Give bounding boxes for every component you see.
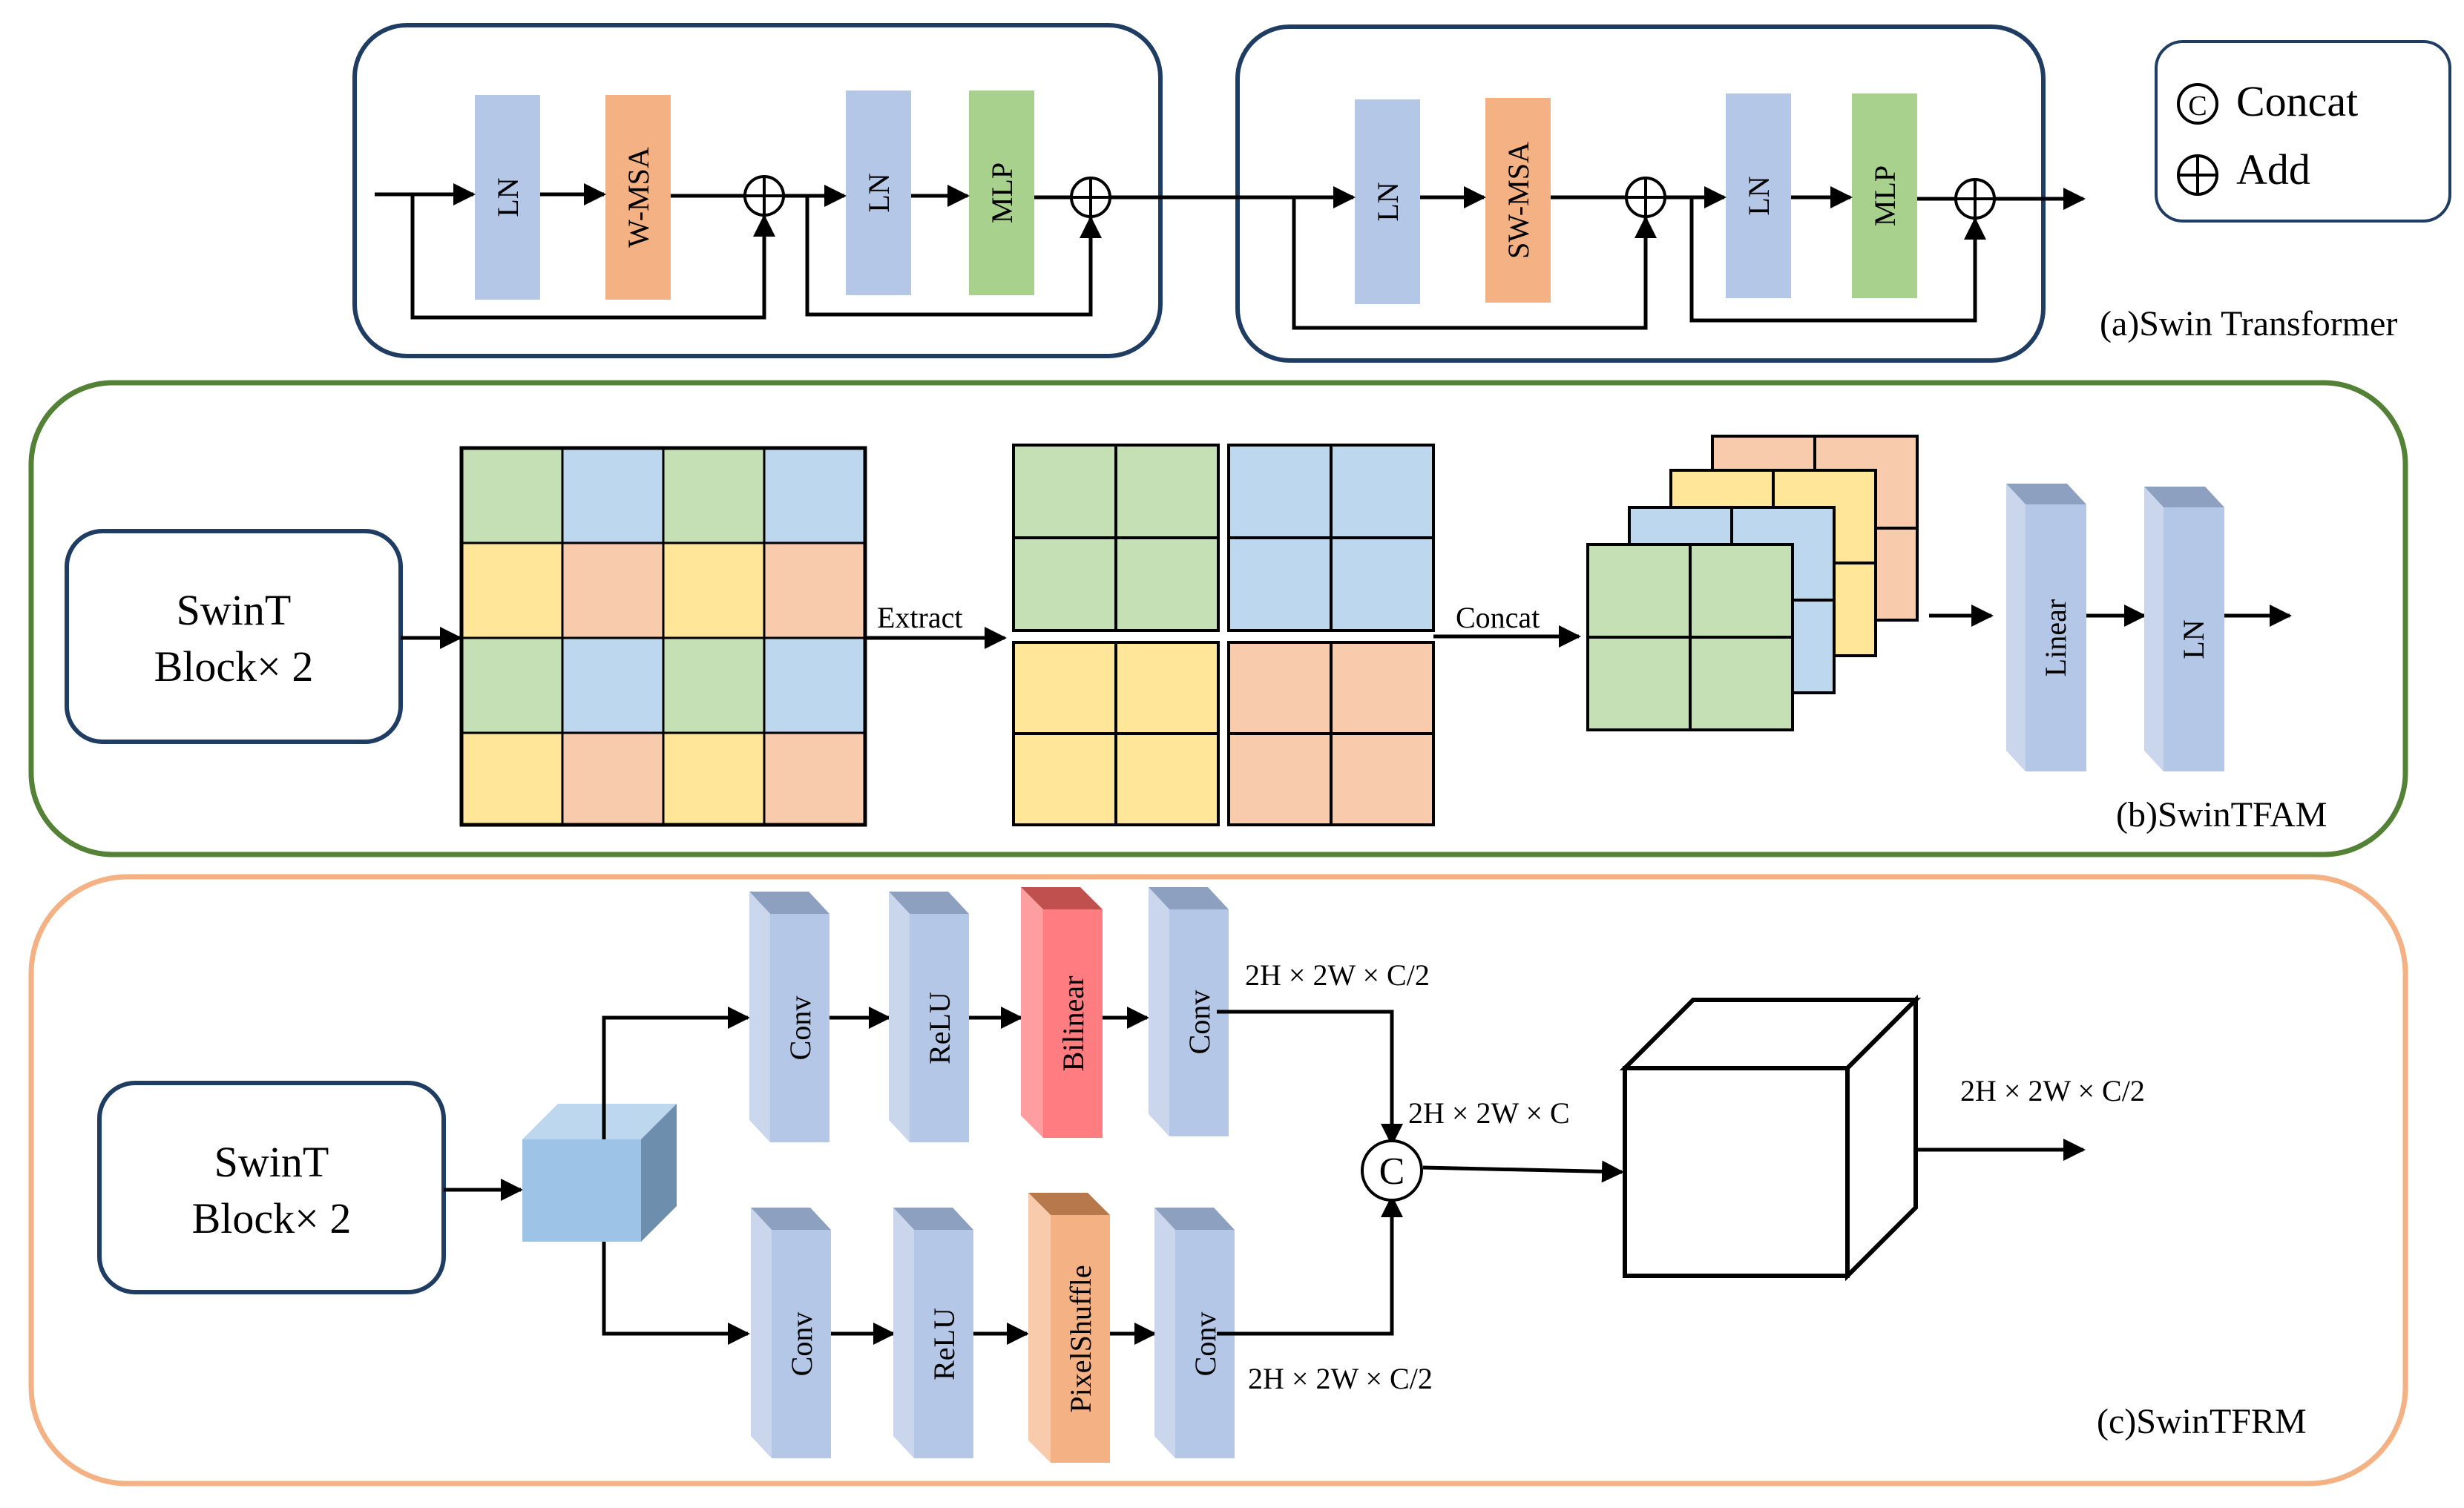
mlp-box [969, 90, 1034, 295]
ln-box [1355, 99, 1420, 304]
pixelshuffle-label: PixelShuffle [1064, 1265, 1097, 1412]
panel-a-caption: (a)Swin Transformer [2100, 304, 2397, 343]
ln-label: LN [491, 177, 525, 217]
panel-a-swin-transformer: LN W-MSA LN MLP LN SW-MSA LN [352, 23, 2451, 363]
conv-label: Conv [1183, 990, 1216, 1055]
bilinear-label: Bilinear [1057, 976, 1090, 1072]
sw-msa-box [1485, 98, 1551, 303]
conv-label: Conv [1189, 1312, 1222, 1377]
block-x2-label: Block× 2 [154, 642, 314, 691]
extracted-group-peach [1227, 641, 1435, 826]
extracted-group-blue [1227, 444, 1435, 632]
linear-label: Linear [2039, 599, 2072, 676]
dim-out-label: 2H × 2W × C/2 [1960, 1074, 2145, 1107]
extracted-group-green [1012, 444, 1220, 632]
sw-msa-label: SW-MSA [1502, 142, 1535, 259]
swint-label: SwinT [177, 586, 292, 634]
swint-block-input [97, 1081, 446, 1294]
concat-symbol [1361, 1139, 1423, 1202]
legend: C Concat Add [2155, 40, 2451, 223]
branch-connectors [602, 1007, 750, 1345]
ln-label: LN [862, 173, 896, 212]
ln-box [846, 90, 911, 295]
block-2-connectors [1292, 186, 2086, 330]
conv-label: Conv [785, 1312, 818, 1377]
linear-layer-block [2006, 484, 2086, 771]
legend-frame [2155, 40, 2451, 223]
panel-c-frame [28, 874, 2408, 1486]
swin-block-1-frame [352, 23, 1163, 358]
panel-c-caption: (c)SwinTFRM [2097, 1402, 2307, 1441]
legend-add-label: Add [2236, 145, 2310, 194]
relu-label: ReLU [923, 992, 956, 1064]
ln-box [475, 95, 540, 300]
conv-block [749, 892, 829, 1142]
w-msa-label: W-MSA [622, 147, 655, 248]
panel-b-frame [28, 380, 2408, 857]
conv-block [1149, 887, 1229, 1136]
concat-symbol-icon [2177, 83, 2218, 125]
top-branch: Conv ReLU Bilinear Conv [749, 887, 1229, 1142]
panel-c-swintfrm: SwinT Block× 2 Conv [28, 874, 2408, 1486]
mlp-box [1852, 93, 1917, 298]
ln-label: LN [1742, 176, 1775, 215]
relu-block [893, 1208, 973, 1458]
swint-block-input [65, 529, 403, 744]
dim-bottom-label: 2H × 2W × C/2 [1248, 1362, 1433, 1395]
output-cube [1619, 994, 1922, 1282]
panel-b-caption: (b)SwinTFAM [2116, 795, 2327, 834]
conv-block [1154, 1208, 1235, 1458]
conv-block [751, 1208, 831, 1458]
extract-label: Extract [877, 601, 963, 634]
stacked-feature-green [1586, 543, 1794, 731]
feature-cube [522, 1104, 677, 1242]
swin-block-2-frame [1235, 24, 2046, 363]
dim-top-label: 2H × 2W × C/2 [1245, 958, 1430, 992]
w-msa-box [605, 95, 671, 300]
concat-symbol-glyph: C [2188, 90, 2207, 122]
relu-block [889, 892, 969, 1142]
ln-box [1726, 93, 1791, 298]
ln-layer-block [2144, 487, 2224, 771]
extracted-group-yellow [1012, 641, 1220, 826]
concat-label: Concat [1456, 601, 1540, 634]
pixelshuffle-block [1028, 1193, 1110, 1463]
swint-label: SwinT [214, 1138, 329, 1186]
mlp-label: MLP [1868, 165, 1902, 226]
bilinear-block [1021, 887, 1103, 1138]
legend-concat-label: Concat [2236, 77, 2358, 125]
relu-label: ReLU [927, 1308, 961, 1380]
ln-label: LN [1371, 182, 1405, 221]
dim-concat-label: 2H × 2W × C [1408, 1096, 1570, 1130]
block-1-connectors [375, 183, 1336, 320]
feature-grid-4x4 [459, 446, 867, 827]
concat-symbol-glyph: C [1379, 1150, 1405, 1193]
block-x2-label: Block× 2 [192, 1194, 352, 1242]
panel-b-swintfam: SwinT Block× 2 Extract [28, 380, 2408, 857]
ln-label: LN [2177, 619, 2210, 659]
conv-label: Conv [783, 996, 817, 1061]
mlp-label: MLP [985, 162, 1019, 223]
bottom-branch: Conv ReLU PixelShuffle Conv [751, 1193, 1235, 1463]
merge-connectors [1217, 1010, 2086, 1336]
